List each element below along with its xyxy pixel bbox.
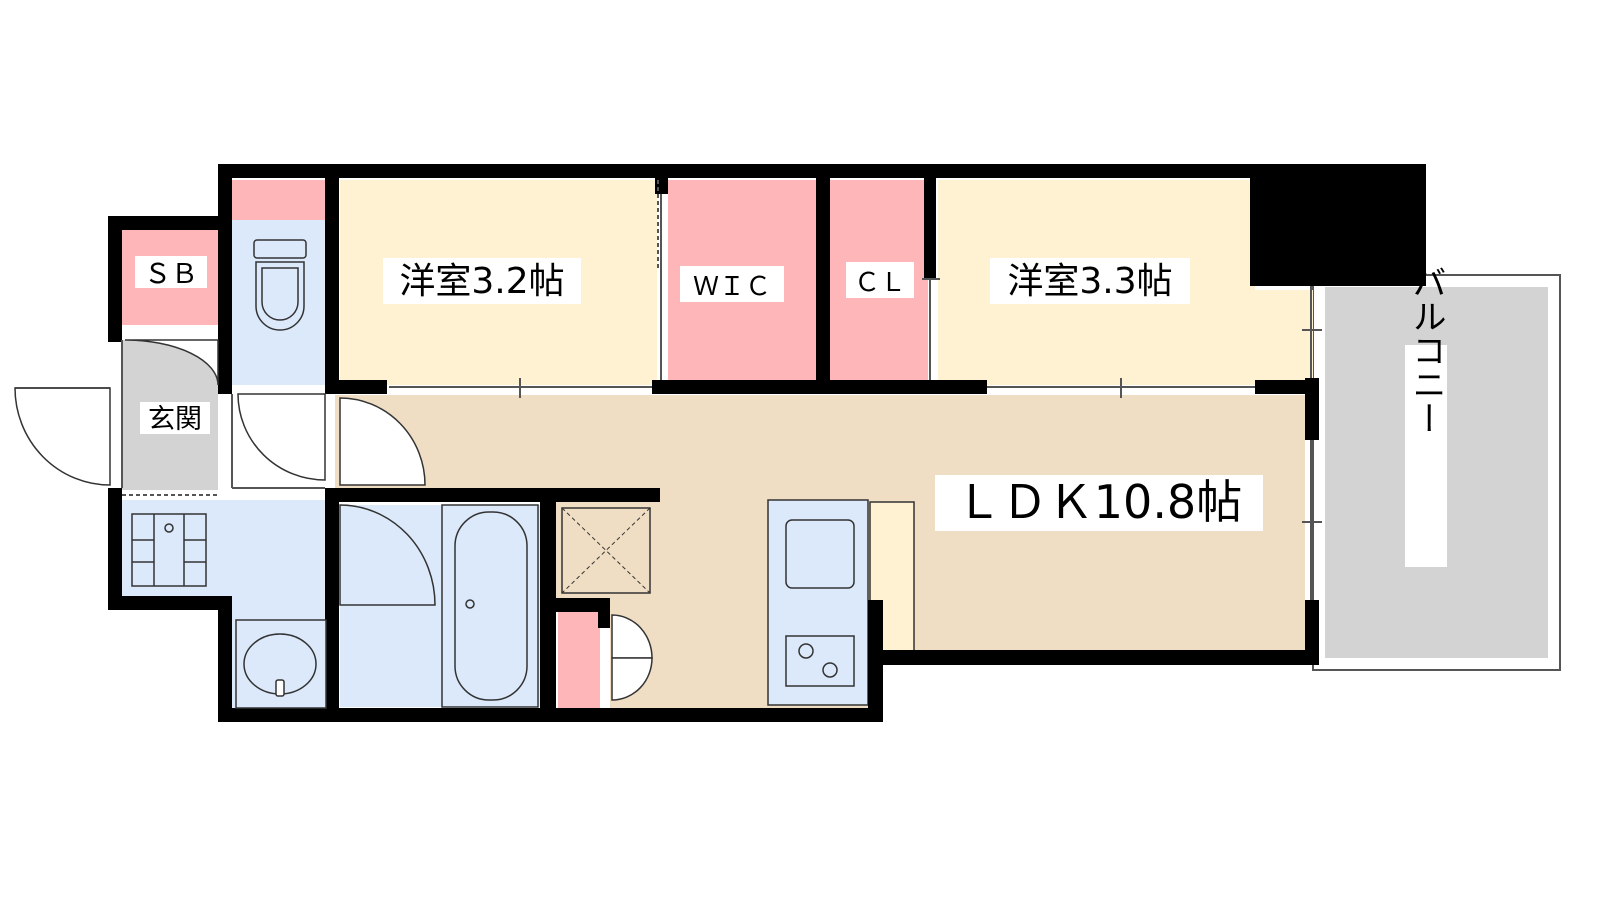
entrance-label: 玄関 (148, 404, 202, 435)
washing-machine-icon (131, 513, 207, 587)
sink-icon (785, 519, 855, 589)
toilet-storage (232, 180, 327, 220)
walk-in-closet-label: ＷＩＣ (693, 272, 771, 302)
toilet-door (237, 393, 326, 481)
balcony-label: バルコニー (1406, 265, 1446, 435)
washroom-door (339, 504, 436, 606)
closet-label: ＣＬ (854, 268, 906, 298)
storage-door-2 (611, 657, 653, 701)
western-room-2-lower (1255, 290, 1313, 385)
toilet-icon (253, 239, 307, 331)
ldk-label: ＬＤＫ10.8帖 (956, 475, 1242, 529)
walls (108, 164, 1426, 722)
bathtub-icon (441, 504, 539, 708)
partitions (121, 180, 1322, 600)
shoe-box-door (124, 339, 219, 386)
room-labels: ＳＢ 玄関 洋室3.2帖 ＷＩＣ ＣＬ 洋室3.3帖 ＬＤＫ10.8帖 バルコニ… (135, 256, 1447, 567)
ldk-door (339, 397, 426, 486)
kitchen-counter (767, 499, 915, 706)
wash-basin-icon (235, 619, 327, 709)
western-room-2-label: 洋室3.3帖 (1007, 261, 1172, 302)
shoe-box-label: ＳＢ (144, 259, 198, 290)
western-room-1-label: 洋室3.2帖 (399, 261, 564, 302)
entrance-door (14, 387, 111, 486)
stove-icon (785, 635, 855, 687)
kitchen-storage (558, 612, 600, 708)
doors (14, 339, 653, 701)
refrigerator-space (561, 507, 651, 594)
